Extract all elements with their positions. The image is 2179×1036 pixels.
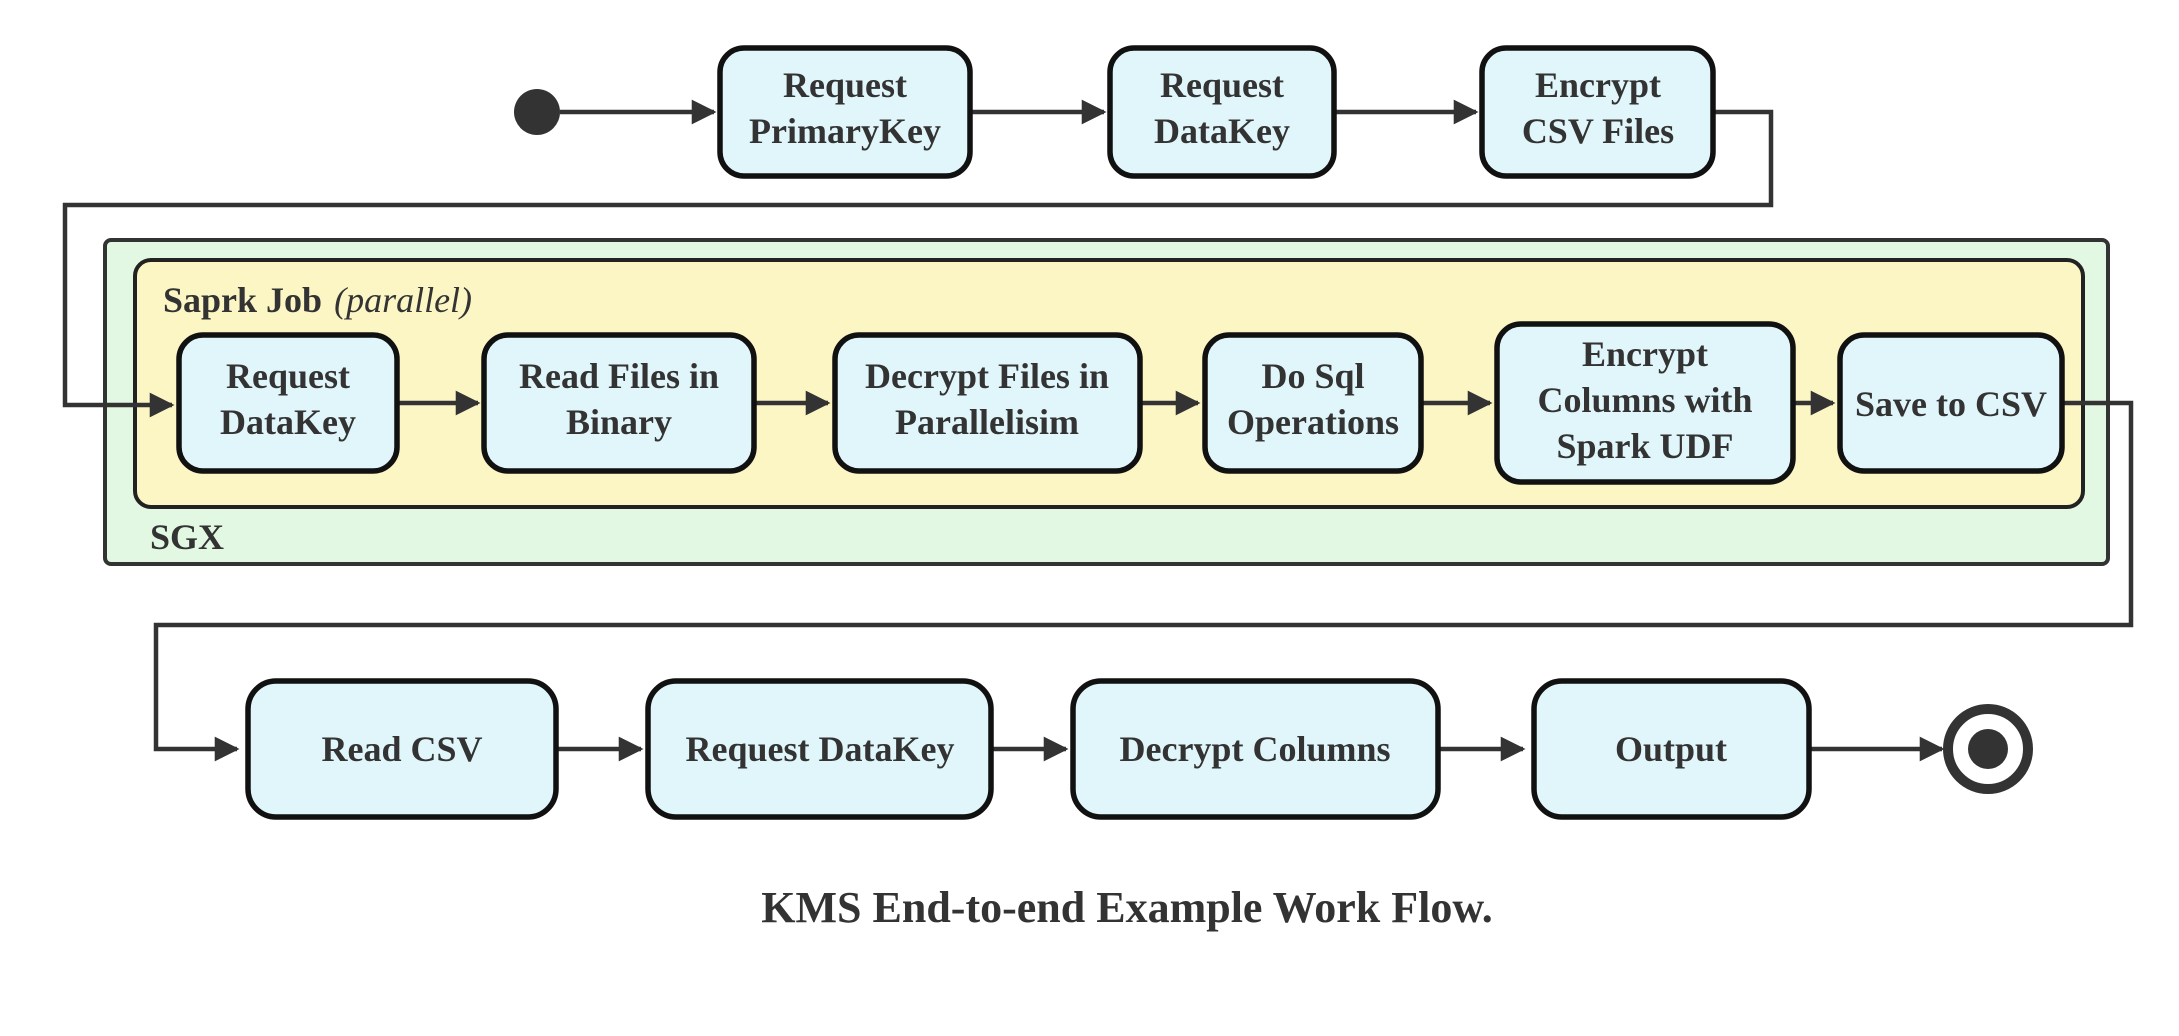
node-box xyxy=(481,332,757,474)
node-box xyxy=(1107,45,1337,179)
node-box xyxy=(1837,332,2065,474)
node-save-to-csv: Save to CSV xyxy=(1837,332,2065,474)
node-box xyxy=(1494,321,1796,485)
node-encrypt-columns-with-spark-udf: Encrypt Columns with Spark UDF xyxy=(1494,321,1796,485)
node-label: Encrypt xyxy=(1582,334,1708,374)
diagram-caption: KMS End-to-end Example Work Flow. xyxy=(761,883,1492,932)
node-decrypt-columns: Decrypt Columns xyxy=(1070,678,1441,820)
spark-job-annotation: (parallel) xyxy=(334,280,472,320)
node-label: PrimaryKey xyxy=(749,111,941,151)
end-node-dot xyxy=(1968,729,2008,769)
node-label: Do Sql xyxy=(1261,356,1364,396)
node-request-primarykey: Request PrimaryKey xyxy=(717,45,973,179)
node-read-files-in-binary: Read Files in Binary xyxy=(481,332,757,474)
sgx-label: SGX xyxy=(150,517,224,557)
node-box xyxy=(645,678,994,820)
node-box xyxy=(832,332,1143,474)
node-label: Encrypt xyxy=(1535,65,1661,105)
node-label: Read Files in xyxy=(519,356,719,396)
node-do-sql-operations: Do Sql Operations xyxy=(1202,332,1424,474)
node-request-datakey-bottom: Request DataKey xyxy=(645,678,994,820)
node-label: Read CSV xyxy=(321,729,482,769)
node-label: Request xyxy=(226,356,350,396)
node-label: DataKey xyxy=(220,402,356,442)
node-label: Output xyxy=(1615,729,1727,769)
node-read-csv: Read CSV xyxy=(245,678,559,820)
node-output: Output xyxy=(1531,678,1812,820)
node-label: Save to CSV xyxy=(1855,384,2047,424)
node-label: Operations xyxy=(1227,402,1399,442)
node-box xyxy=(1202,332,1424,474)
node-label: Request DataKey xyxy=(686,729,955,769)
node-label: Decrypt Columns xyxy=(1120,729,1391,769)
node-box xyxy=(717,45,973,179)
spark-job-label: Saprk Job(parallel) xyxy=(163,280,472,320)
node-label: Spark UDF xyxy=(1556,426,1733,466)
edge-save-csv-to-read-csv xyxy=(153,400,2134,762)
node-label: Decrypt Files in xyxy=(865,356,1109,396)
node-box xyxy=(1531,678,1812,820)
node-box xyxy=(176,332,400,474)
node-request-datakey-sgx: Request DataKey xyxy=(176,332,400,474)
node-box xyxy=(245,678,559,820)
node-box xyxy=(1479,45,1716,179)
node-label: Request xyxy=(1160,65,1284,105)
node-label: CSV Files xyxy=(1522,111,1674,151)
node-request-datakey-top: Request DataKey xyxy=(1107,45,1337,179)
node-decrypt-files-in-parallelisim: Decrypt Files in Parallelisim xyxy=(832,332,1143,474)
node-label: Binary xyxy=(566,402,672,442)
node-label: Parallelisim xyxy=(895,402,1079,442)
node-label: Columns with xyxy=(1537,380,1752,420)
end-node-icon xyxy=(1943,704,2033,794)
node-label: Request xyxy=(783,65,907,105)
start-node-icon xyxy=(514,89,560,135)
node-encrypt-csv-files: Encrypt CSV Files xyxy=(1479,45,1716,179)
edges xyxy=(62,99,2134,762)
edge-encrypt-csv-files-to-sgx xyxy=(62,109,1774,418)
node-box xyxy=(1070,678,1441,820)
node-label: DataKey xyxy=(1154,111,1290,151)
